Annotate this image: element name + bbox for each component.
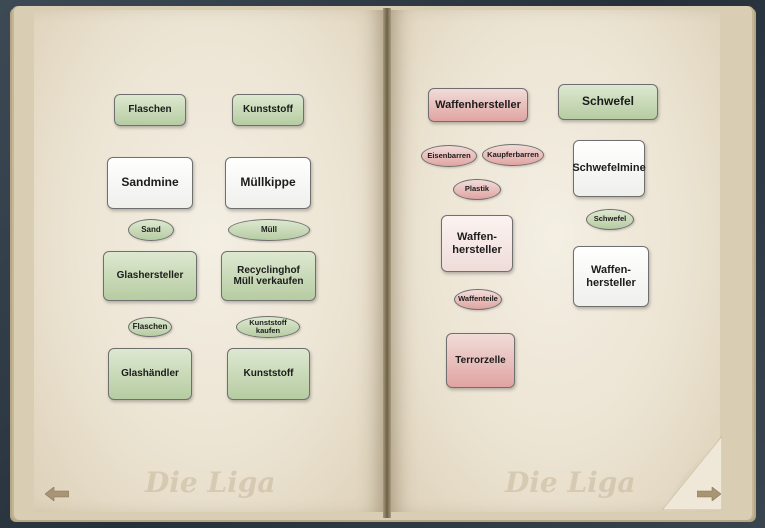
node-kunststoff-bottom[interactable]: Kunststoff [227, 348, 310, 400]
node-glashaendler[interactable]: Glashändler [108, 348, 192, 400]
node-flaschen-mid[interactable]: Flaschen [128, 317, 172, 337]
node-muellkippe[interactable]: Müllkippe [225, 157, 311, 209]
node-terrorzelle[interactable]: Terrorzelle [446, 333, 515, 388]
node-muell[interactable]: Müll [228, 219, 310, 241]
node-waffenhersteller-top[interactable]: Waffenhersteller [428, 88, 528, 122]
node-sand[interactable]: Sand [128, 219, 174, 241]
node-schwefelmine[interactable]: Schwefelmine [572, 140, 646, 197]
node-kaupferbarren[interactable]: Kaupferbarren [482, 144, 544, 166]
node-schwefel-mid[interactable]: Schwefel [586, 209, 634, 230]
book-spine [383, 8, 391, 518]
node-schwefel-top[interactable]: Schwefel [558, 84, 658, 120]
node-waffenhersteller-mid[interactable]: Waffen- hersteller [441, 215, 513, 272]
node-glashersteller[interactable]: Glashersteller [103, 251, 197, 301]
left-page [34, 10, 386, 512]
node-waffenteile[interactable]: Waffenteile [454, 289, 502, 310]
node-kunststoff-top[interactable]: Kunststoff [232, 94, 304, 126]
arrow-right-icon[interactable] [697, 487, 721, 501]
right-watermark: Die Liga [505, 466, 636, 499]
node-sandmine[interactable]: Sandmine [107, 157, 193, 209]
left-watermark: Die Liga [145, 466, 276, 499]
node-recyclinghof[interactable]: Recyclinghof Müll verkaufen [221, 251, 316, 301]
node-waffenhersteller-right[interactable]: Waffen- hersteller [573, 246, 649, 307]
arrow-left-icon[interactable] [45, 487, 69, 501]
node-flaschen-top[interactable]: Flaschen [114, 94, 186, 126]
node-eisenbarren[interactable]: Eisenbarren [421, 145, 477, 167]
node-kunststoff-kaufen[interactable]: Kunststoff kaufen [236, 316, 300, 338]
node-plastik[interactable]: Plastik [453, 179, 501, 200]
